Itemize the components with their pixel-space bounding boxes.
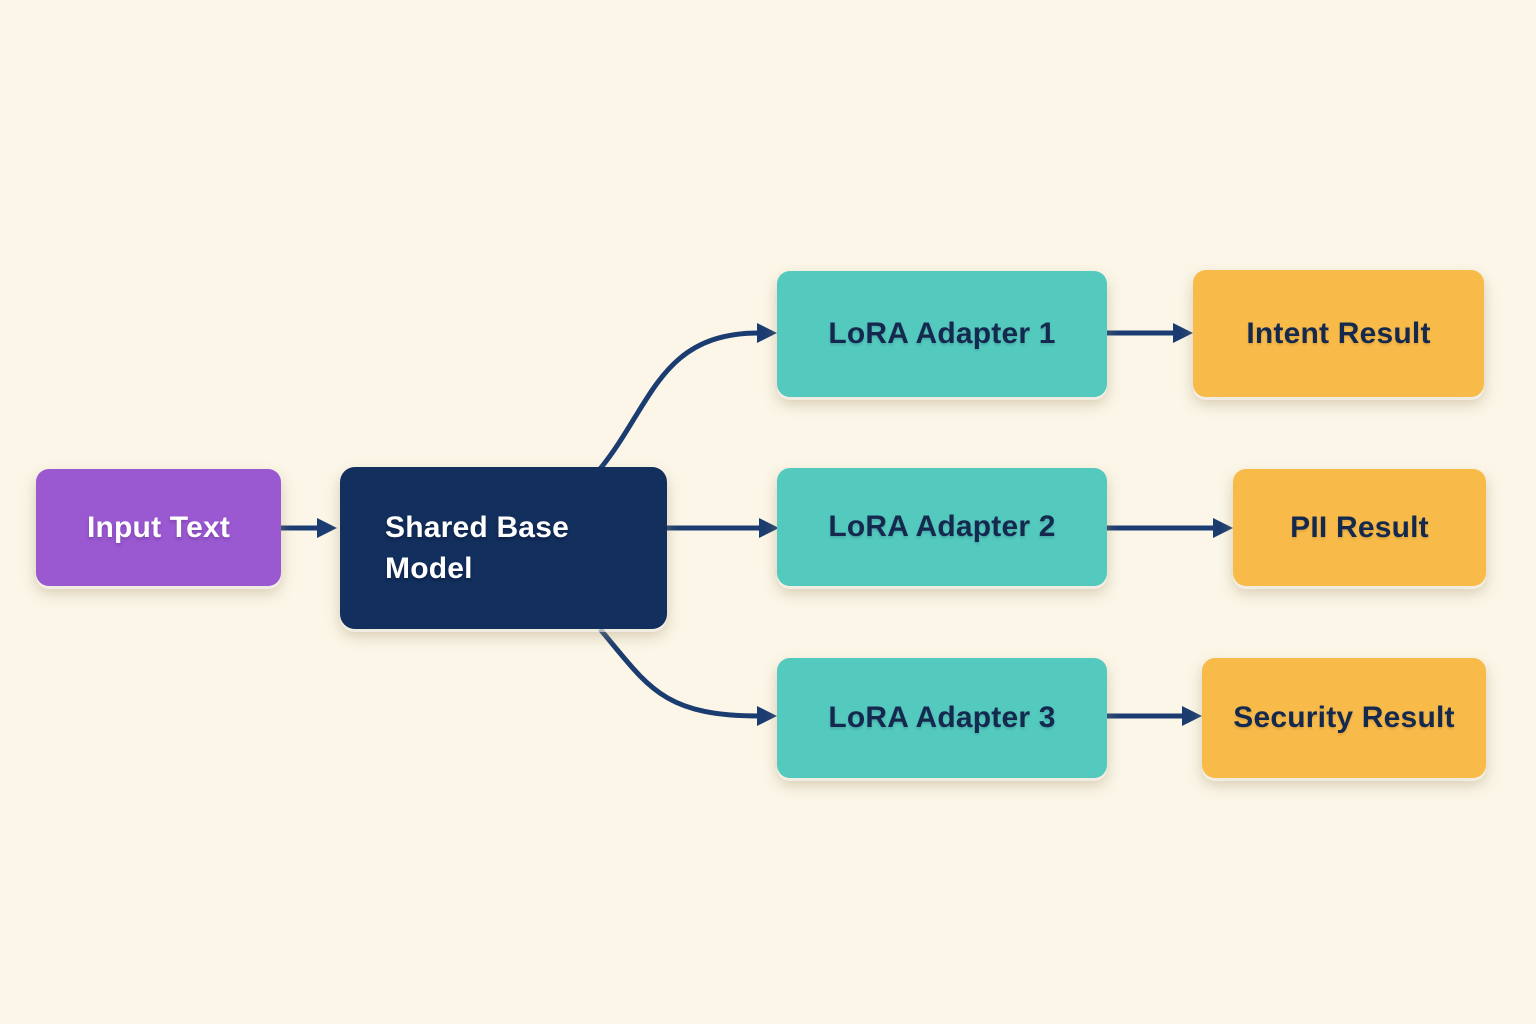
node-input-text: Input Text	[36, 469, 281, 586]
node-lora-adapter-1-label: LoRA Adapter 1	[828, 317, 1056, 350]
node-lora-adapter-2-label: LoRA Adapter 2	[828, 510, 1056, 543]
node-shared-base-model-label: Shared Base Model	[385, 511, 569, 585]
node-intent-result-label: Intent Result	[1246, 316, 1431, 350]
node-lora-adapter-1: LoRA Adapter 1	[777, 271, 1107, 397]
node-lora-adapter-2: LoRA Adapter 2	[777, 468, 1107, 586]
node-lora-adapter-3: LoRA Adapter 3	[777, 658, 1107, 778]
node-input-text-label: Input Text	[86, 510, 231, 544]
node-shared-base-model: Shared Base Model	[340, 467, 667, 629]
node-intent-result: Intent Result	[1193, 270, 1484, 397]
node-security-result: Security Result	[1202, 658, 1486, 778]
node-security-result-label: Security Result	[1233, 701, 1455, 734]
edge-base-to-adapter3	[598, 627, 777, 726]
edge-base-to-adapter1	[598, 323, 777, 471]
node-pii-result: PII Result	[1233, 469, 1486, 586]
node-pii-result-label: PII Result	[1290, 510, 1429, 544]
node-lora-adapter-3-label: LoRA Adapter 3	[828, 701, 1056, 734]
